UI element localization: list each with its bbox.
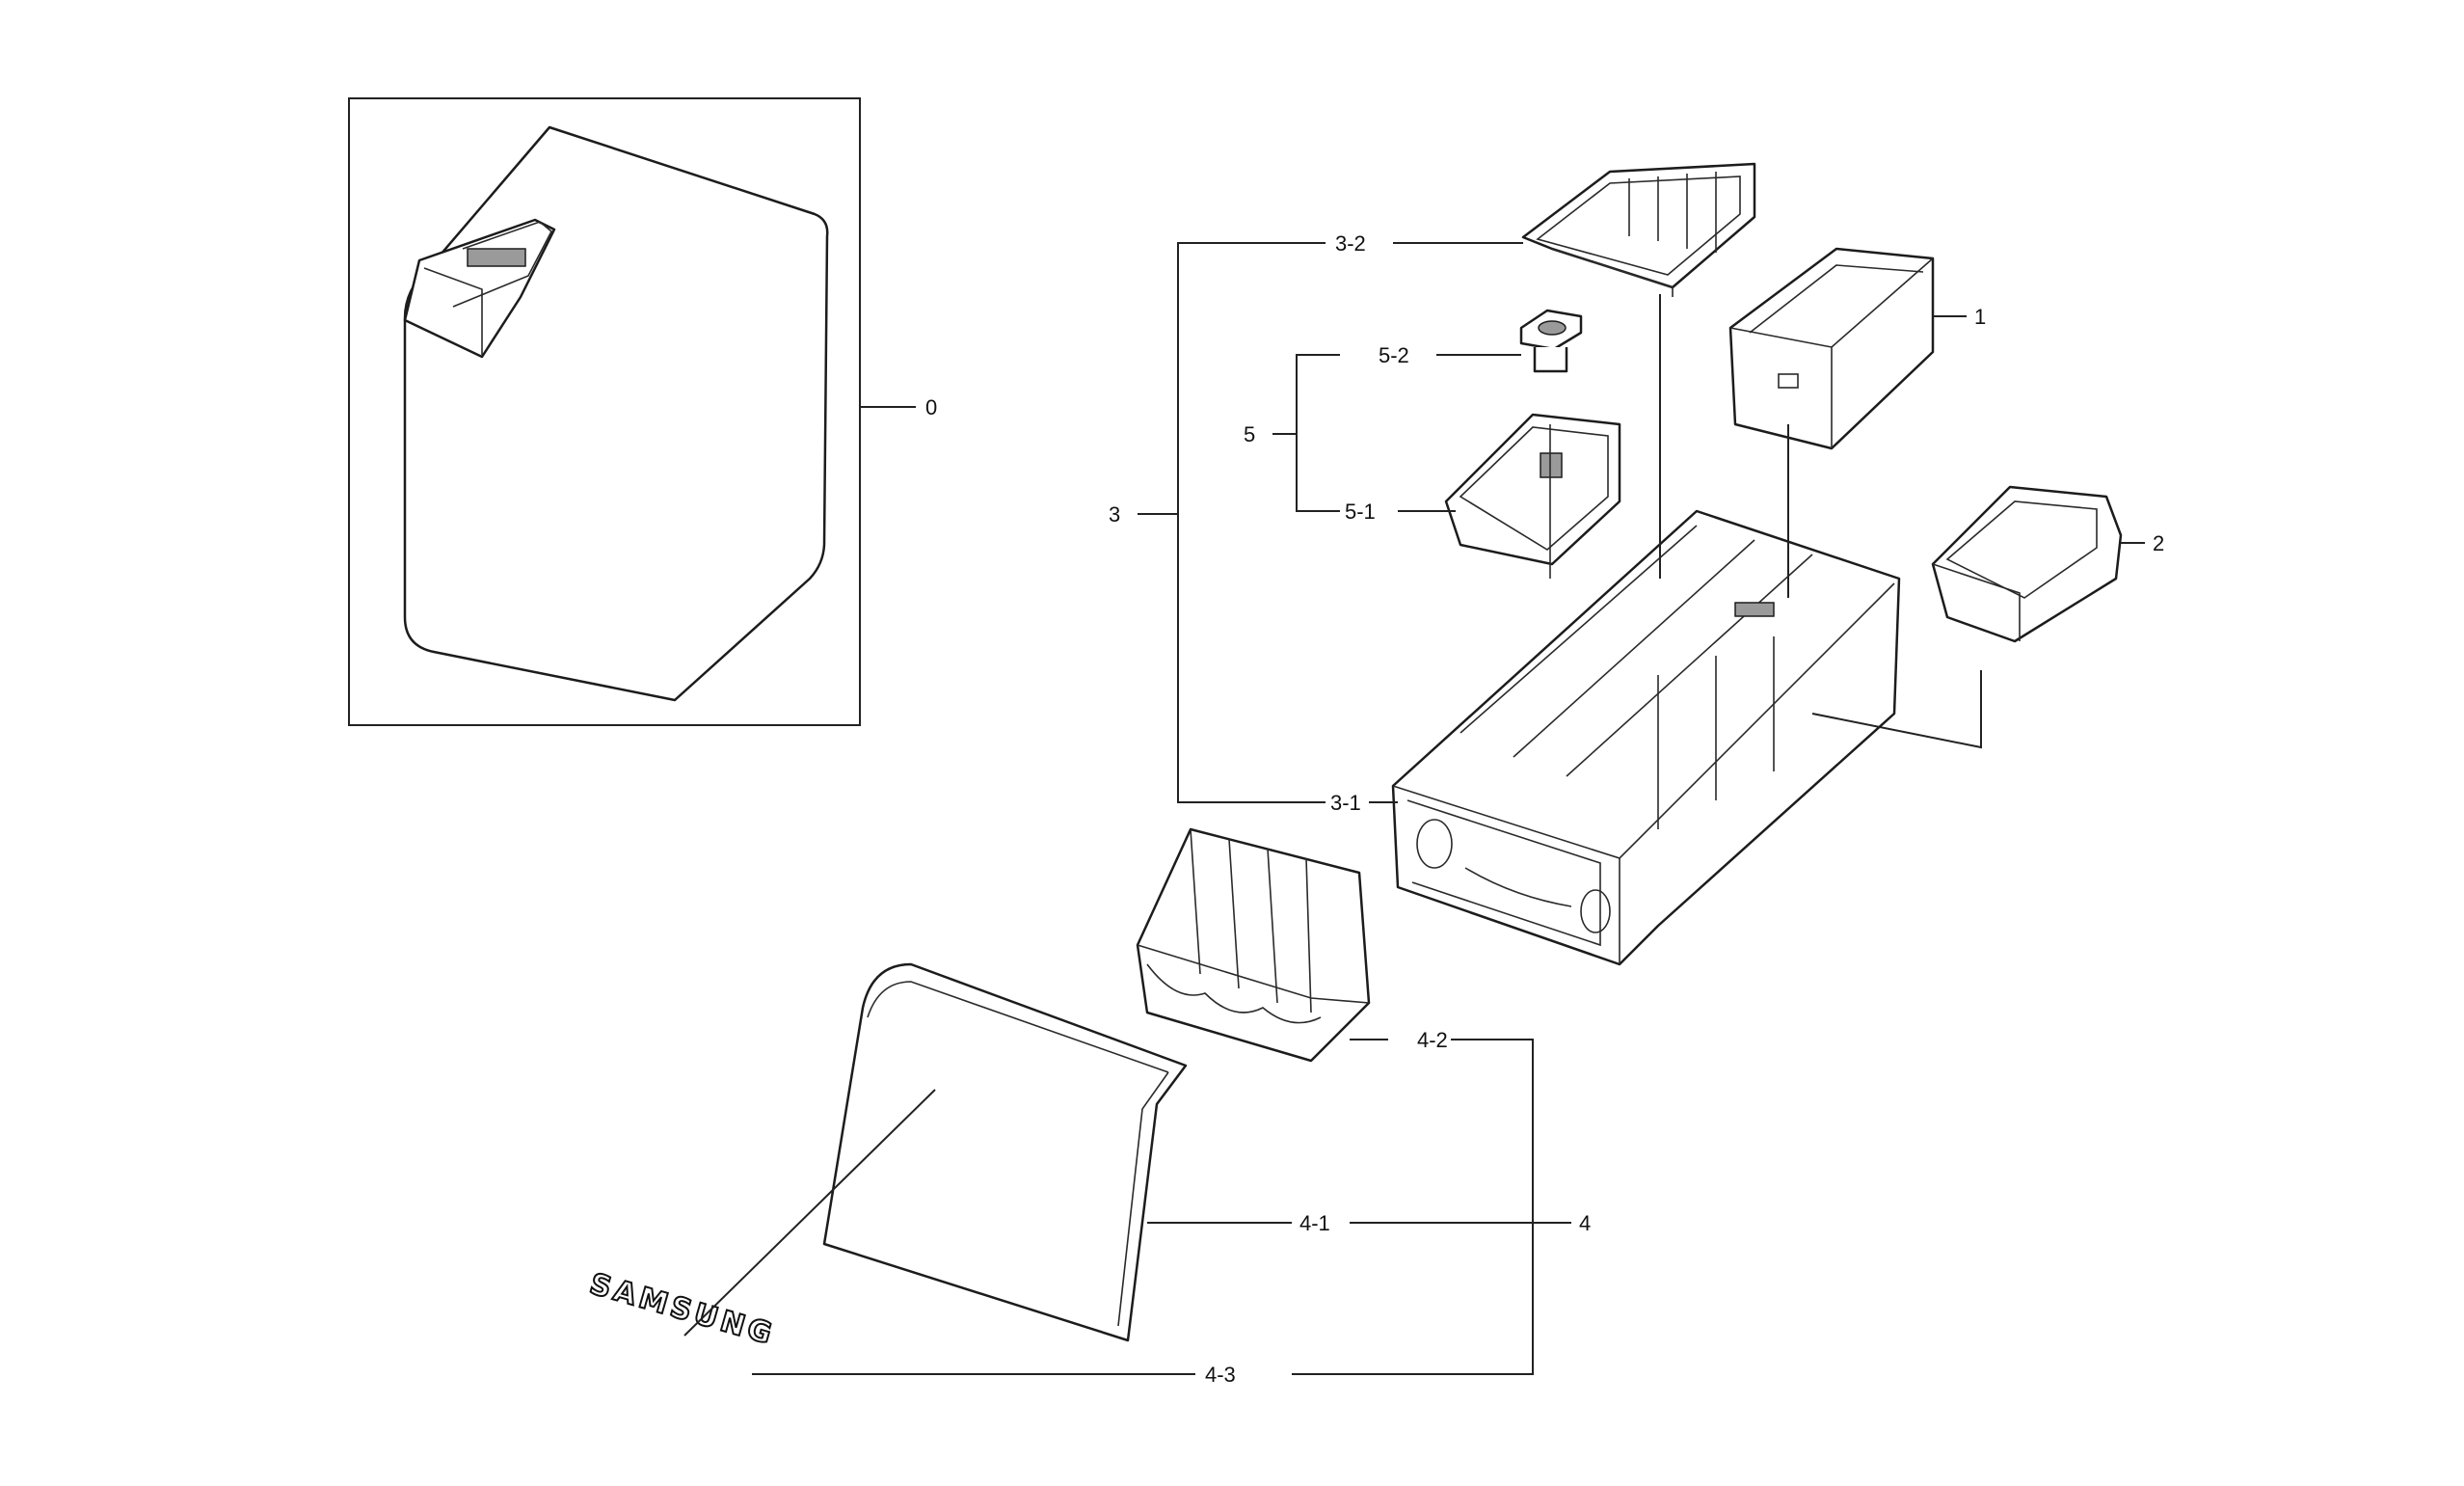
leader-4-3-diagonal	[683, 1089, 936, 1337]
part-1-container	[1728, 247, 1935, 450]
washer-body-outline	[403, 125, 829, 702]
label-2: 2	[2153, 531, 2164, 555]
part-5-2-cap	[1519, 309, 1583, 373]
label-5: 5	[1244, 422, 1255, 446]
label-5-1: 5-1	[1345, 500, 1376, 524]
label-5-2: 5-2	[1379, 343, 1409, 367]
part-3-1-housing	[1391, 509, 1901, 966]
label-4-1: 4-1	[1299, 1211, 1330, 1235]
label-3-1: 3-1	[1330, 791, 1361, 815]
part-3-2-tray	[1521, 162, 1756, 297]
leader-1	[1787, 315, 1967, 598]
label-3: 3	[1109, 502, 1120, 527]
label-1: 1	[1974, 305, 1986, 329]
callout-labels: 3-2 1 5-2 5 3 5-1 2 3-1 4-2 4-1 4 4-3	[1109, 231, 2164, 1387]
leader-4-bracket	[1292, 1039, 1534, 1375]
part-4-3-logo: SAMSUNG	[585, 1266, 780, 1353]
leader-5-bracket	[1296, 354, 1340, 512]
assembly-overview-box: 0	[348, 97, 937, 726]
label-4-3: 4-3	[1205, 1363, 1236, 1387]
part-4-1-drawer-front	[822, 962, 1188, 1342]
label-3-2: 3-2	[1335, 231, 1366, 256]
dispenser-drawer-small	[403, 218, 556, 359]
leader-2	[1811, 542, 2145, 749]
label-4-2: 4-2	[1417, 1028, 1448, 1052]
part-5-1-cup	[1444, 413, 1621, 579]
label-0: 0	[925, 395, 937, 419]
part-2-container	[1931, 485, 2123, 643]
assembly-frame	[348, 97, 861, 726]
label-4: 4	[1579, 1211, 1591, 1235]
leader-lines	[683, 242, 2145, 1375]
part-4-2-insert	[1136, 827, 1371, 1063]
logo-samsung: SAMSUNG	[586, 1267, 779, 1352]
leader-3-2	[1393, 242, 1661, 579]
leader-3-bracket	[1177, 242, 1326, 803]
